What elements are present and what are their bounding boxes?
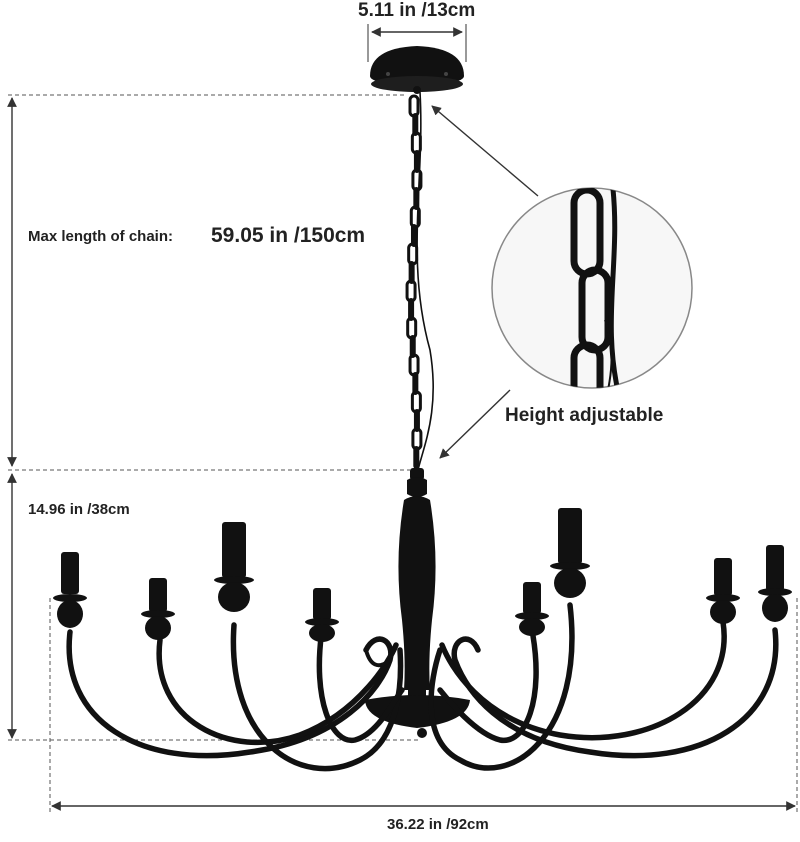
candle-cup (145, 616, 171, 640)
candle-bobeche (706, 594, 740, 602)
chain-link (412, 113, 419, 136)
chain-link (410, 131, 422, 155)
chain-length-prefix: Max length of chain: (28, 228, 174, 245)
candle-cup (519, 618, 545, 636)
center-column (365, 468, 470, 738)
overall-width-label: 36.22 in /92cm (387, 816, 489, 833)
chain-link (405, 279, 417, 303)
chain-link (407, 242, 419, 266)
candle-sleeve (313, 588, 331, 620)
chain-link (408, 298, 415, 321)
chain-link (408, 353, 420, 377)
chain-link (408, 261, 415, 284)
chain-link (410, 390, 422, 414)
canopy-width-label: 5.11 in /13cm (358, 0, 476, 21)
arms (66, 602, 779, 772)
candle-bobeche (141, 610, 175, 618)
candle-sleeve (714, 558, 732, 596)
candle-bobeche (515, 612, 549, 620)
chain-link (413, 409, 420, 432)
ceiling-canopy (370, 46, 464, 94)
height-adjustable-callout: Height adjustable (505, 405, 664, 426)
chain-length-value: 59.05 in /150cm (211, 224, 366, 247)
chain-link (413, 150, 420, 173)
callout-arrows (431, 105, 539, 459)
chain-link (408, 94, 420, 118)
candle-cup (554, 568, 586, 598)
candle-cup (710, 600, 736, 624)
candle-sleeve (222, 522, 246, 578)
candle-cup (762, 594, 788, 622)
candle-cup (218, 582, 250, 612)
candle-bobeche (758, 588, 792, 596)
candle-sleeve (523, 582, 541, 614)
chain-zoom-inset (491, 187, 693, 389)
candle-sleeve (766, 545, 784, 591)
candle-sleeve (61, 552, 79, 594)
body-height-label: 14.96 in /38cm (28, 501, 130, 518)
power-cord (416, 91, 434, 471)
chain-link (410, 224, 417, 247)
candle-sleeve (558, 508, 582, 564)
chain-link (409, 335, 416, 358)
candle-bobeche (550, 562, 590, 570)
candle-bobeche (214, 576, 254, 584)
candle-cup (309, 624, 335, 642)
candle-arms (53, 508, 792, 642)
candle-cup (57, 600, 83, 628)
chain-link (406, 316, 418, 340)
chain-link (411, 427, 423, 451)
candle-bobeche (305, 618, 339, 626)
chain-link (412, 372, 419, 395)
candle-sleeve (149, 578, 167, 612)
candle-bobeche (53, 594, 87, 602)
chain-link (413, 446, 420, 469)
dimension-lines (7, 24, 796, 811)
